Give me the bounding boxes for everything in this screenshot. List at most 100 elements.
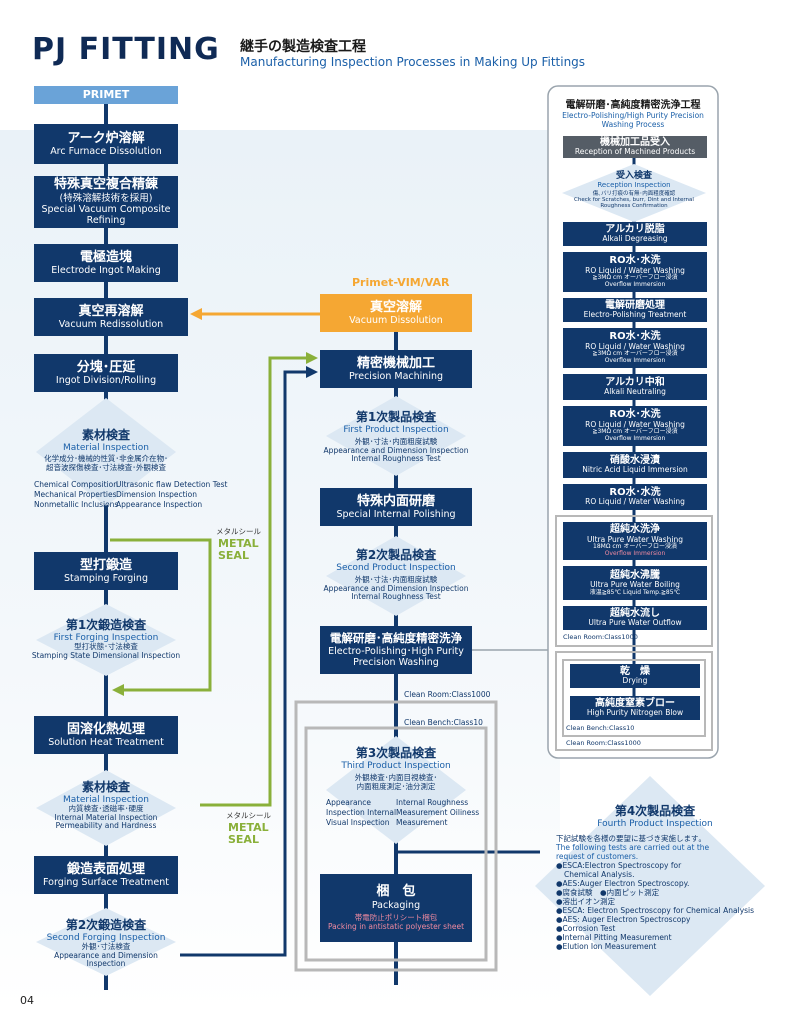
accept-d1: 傷､バリ打痕の有無･内面粗度確認 xyxy=(592,191,676,197)
nitrogen-blow-box: 高純度窒素ブロー High Purity Nitrogen Blow xyxy=(570,696,700,720)
dry-en: Drying xyxy=(622,676,648,686)
fourth-d1: 下記試験を各様の要望に基づき実施します｡ xyxy=(556,834,703,843)
accept-jp: 受入検査 xyxy=(615,171,652,181)
upw-boiling-box: 超純水沸騰 Ultra Pure Water Boiling 液温≧85℃ Li… xyxy=(563,566,707,600)
ro4-en: RO Liquid / Water Washing xyxy=(585,497,685,507)
ingot-en: Electrode Ingot Making xyxy=(51,265,161,277)
mat1-d1: 化学成分･機械的性質･非金属介在物･ xyxy=(44,454,168,463)
fourth-item-9: ●Elution Ion Measurement xyxy=(556,942,657,951)
pack-jp: 梱 包 xyxy=(376,884,416,900)
boil-s1: 液温≧85℃ Liquid Temp.≧85℃ xyxy=(589,588,681,596)
electro-polishing-box: 電解研磨･高純度精密洗浄 Electro-Polishing･High Puri… xyxy=(320,626,472,674)
solution-jp: 固溶化熱処理 xyxy=(66,721,145,737)
rp-clean-bench: Clean Bench:Class10 xyxy=(566,724,635,732)
ingot-box: 電極造塊 Electrode Ingot Making xyxy=(34,244,178,282)
surface-jp: 鍛造表面処理 xyxy=(66,861,145,877)
ro3-en: RO Liquid / Water Washing xyxy=(585,419,685,429)
upw-outflow-box: 超純水流し Ultra Pure Water Outflow xyxy=(563,606,707,630)
forging-inspection-2: 第2次鍛造検査 Second Forging Inspection 外観･寸法検… xyxy=(30,916,182,969)
nitric-jp: 硝酸水浸漬 xyxy=(610,454,660,466)
fourth-item-0: ●ESCA:Electron Spectroscopy for xyxy=(556,861,682,870)
reception-inspection: 受入検査 Reception Inspection 傷､バリ打痕の有無･内面粗度… xyxy=(562,168,706,209)
forge2-d3: Inspection xyxy=(86,959,126,969)
mat1-d2: 超音波探傷検査･寸法検査･外観検査 xyxy=(46,462,166,472)
prod1-en: First Product Inspection xyxy=(343,425,449,435)
drying-box: 乾 燥 Drying xyxy=(570,664,700,688)
prod3-d1: 外観検査･内面目視検査･ xyxy=(354,773,438,782)
title-en: Manufacturing Inspection Processes in Ma… xyxy=(240,55,586,69)
prod3-item-2: Inspection Internal xyxy=(326,808,397,817)
mat-item-3: Dimension Inspection xyxy=(116,490,197,499)
division-jp: 分塊･圧延 xyxy=(76,359,136,375)
prod3-item-5: Measurement xyxy=(396,818,448,827)
recv-jp: 機械加工品受入 xyxy=(600,136,670,148)
fourth-item-7: ●Corrosion Test xyxy=(556,924,616,933)
upw-en: Ultra Pure Water Washing xyxy=(587,534,683,544)
material-inspection-1: 素材検査 Material Inspection 化学成分･機械的性質･非金属介… xyxy=(30,426,182,472)
redissolution-box: 真空再溶解 Vacuum Redissolution xyxy=(34,298,188,336)
fourth-inspection-body: 下記試験を各様の要望に基づき実施します｡ The following tests… xyxy=(556,834,761,951)
nitric-acid-box: 硝酸水浸漬 Nitric Acid Liquid Immersion xyxy=(563,452,707,478)
vacdis-jp: 真空溶解 xyxy=(369,299,422,315)
prod3-item-4: Visual Inspection xyxy=(326,818,390,827)
fourth-item-6: ●AES: Auger Electron Spectroscopy xyxy=(556,915,691,924)
ro2-s2: Overflow Immersion xyxy=(604,357,666,365)
arc-en: Arc Furnace Dissolution xyxy=(50,146,162,158)
rp-title-en1: Electro-Polishing/High Purity Precision xyxy=(562,111,704,120)
mat2-jp: 素材検査 xyxy=(81,780,130,794)
rp-title-jp: 電解研磨･高純度精密洗浄工程 xyxy=(565,100,701,111)
boil-jp: 超純水沸騰 xyxy=(610,569,660,581)
forging-inspection-1: 第1次鍛造検査 First Forging Inspection 型打状態･寸法… xyxy=(30,616,182,660)
surface-en: Forging Surface Treatment xyxy=(43,877,169,889)
mat2-en: Material Inspection xyxy=(63,795,149,805)
mat2-d1: 内質検査･透磁率･硬度 xyxy=(68,804,144,813)
ro2-jp: RO水･水洗 xyxy=(609,331,661,343)
prod1-jp: 第1次製品検査 xyxy=(355,410,437,424)
primet-label: PRIMET xyxy=(34,86,178,104)
ro3-s2: Overflow Immersion xyxy=(604,435,666,443)
mat-item-2: Mechanical Properties xyxy=(34,490,117,499)
ro3-s1: ≧3MΩ cm オーバーフロー浸漬 xyxy=(592,428,678,436)
vacdis-en: Vacuum Dissolution xyxy=(349,315,443,327)
prod1-d3: Internal Roughness Test xyxy=(351,454,441,464)
epol-en: Electro-Polishing Treatment xyxy=(583,310,687,320)
prod1-d1: 外観･寸法･内面粗度試験 xyxy=(354,437,438,446)
arc-furnace-box: アーク炉溶解 Arc Furnace Dissolution xyxy=(34,124,178,164)
ro1-jp: RO水･水洗 xyxy=(609,255,661,267)
metal-seal-1: METAL SEAL xyxy=(218,537,259,562)
polishing-box: 特殊内面研磨 Special Internal Polishing xyxy=(320,488,472,526)
alkali2-en: Alkali Neutraling xyxy=(604,387,666,397)
alkali1-jp: アルカリ脱脂 xyxy=(605,223,665,235)
ro3-jp: RO水･水洗 xyxy=(609,409,661,421)
solution-box: 固溶化熱処理 Solution Heat Treatment xyxy=(34,716,178,754)
upw-washing-box: 超純水洗浄 Ultra Pure Water Washing 18MΩ cm オ… xyxy=(563,522,707,560)
outflow-en: Ultra Pure Water Outflow xyxy=(588,618,682,628)
accept-en: Reception Inspection xyxy=(597,181,671,189)
polish-jp: 特殊内面研磨 xyxy=(356,493,435,509)
pack-en: Packaging xyxy=(371,899,421,911)
svcr-en: Special Vacuum Composite Refining xyxy=(41,204,171,227)
prod1-d2: Appearance and Dimension Inspection xyxy=(323,445,469,455)
ro1-s1: ≧3MΩ cm オーバーフロー浸漬 xyxy=(592,274,678,282)
fourth-item-2: ●AES:Auger Electron Spectroscopy. xyxy=(556,879,690,888)
rp-clean-room-1: Clean Room:Class1000 xyxy=(563,633,638,641)
stamping-jp: 型打鍛造 xyxy=(79,557,132,573)
solution-en: Solution Heat Treatment xyxy=(48,737,164,749)
mat-item-5: Appearance Inspection xyxy=(116,500,203,509)
mat2-d2: Internal Material Inspection xyxy=(54,812,158,822)
right-panel-title: 電解研磨･高純度精密洗浄工程 Electro-Polishing/High Pu… xyxy=(548,96,718,129)
ro-washing-2: RO水･水洗 RO Liquid / Water Washing ≧3MΩ cm… xyxy=(563,328,707,368)
primet-text: PRIMET xyxy=(82,88,130,102)
seal2-en1: METAL xyxy=(228,821,269,834)
mat1-en: Material Inspection xyxy=(63,443,149,453)
forge1-d1: 型打状態･寸法検査 xyxy=(74,642,138,651)
mat-item-0: Chemical Composition xyxy=(34,480,119,489)
pack-d2: Packing in antistatic polyester sheet xyxy=(327,921,465,931)
fourth-item-8: ●Internal Pitting Measurement xyxy=(556,933,672,942)
fourth-item-5: ●ESCA: Electron Spectroscopy for Chemica… xyxy=(556,906,755,915)
mat-item-4: Nonmetallic Inclusions xyxy=(34,500,119,509)
prod2-d2: Appearance and Dimension Inspection xyxy=(323,583,469,593)
ingot-jp: 電極造塊 xyxy=(79,249,132,265)
forge2-d1: 外観･寸法検査 xyxy=(81,942,131,951)
alkali2-jp: アルカリ中和 xyxy=(605,376,665,388)
